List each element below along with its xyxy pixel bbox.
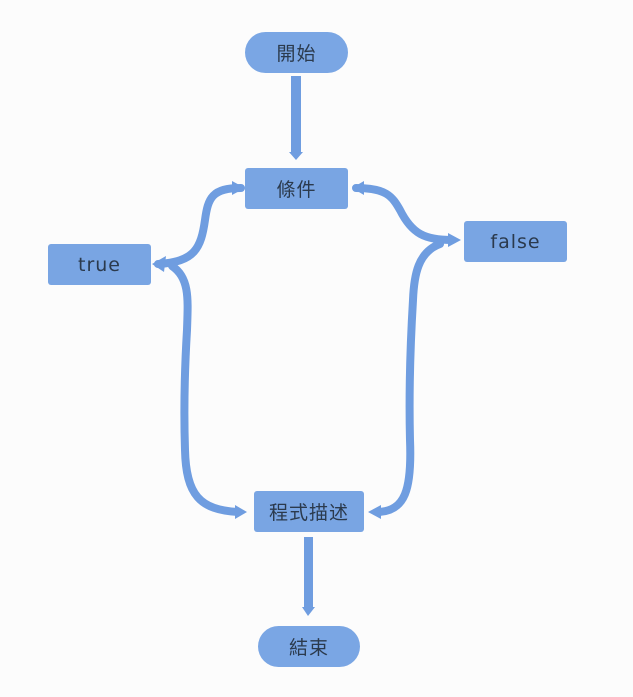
program-node-label: 程式描述: [268, 502, 349, 524]
end-node-label: 結束: [288, 637, 329, 659]
edge-condition-to-true: [152, 181, 245, 272]
start-node[interactable]: 開始: [245, 32, 348, 73]
condition-node[interactable]: 條件: [245, 168, 348, 209]
edge-false-to-program: [368, 240, 444, 519]
end-node[interactable]: 結束: [258, 626, 360, 667]
edge-condition-to-false: [352, 181, 461, 247]
true-branch-node[interactable]: true: [48, 244, 151, 285]
edge-program-to-end: [302, 537, 315, 616]
false-branch-node[interactable]: false: [464, 221, 567, 262]
edge-true-to-program: [168, 262, 247, 519]
false-branch-label: false: [490, 230, 541, 253]
edge-start-to-condition: [289, 76, 303, 160]
condition-node-label: 條件: [276, 179, 317, 201]
program-node[interactable]: 程式描述: [254, 491, 364, 532]
start-node-label: 開始: [276, 43, 317, 65]
true-branch-label: true: [78, 253, 121, 276]
